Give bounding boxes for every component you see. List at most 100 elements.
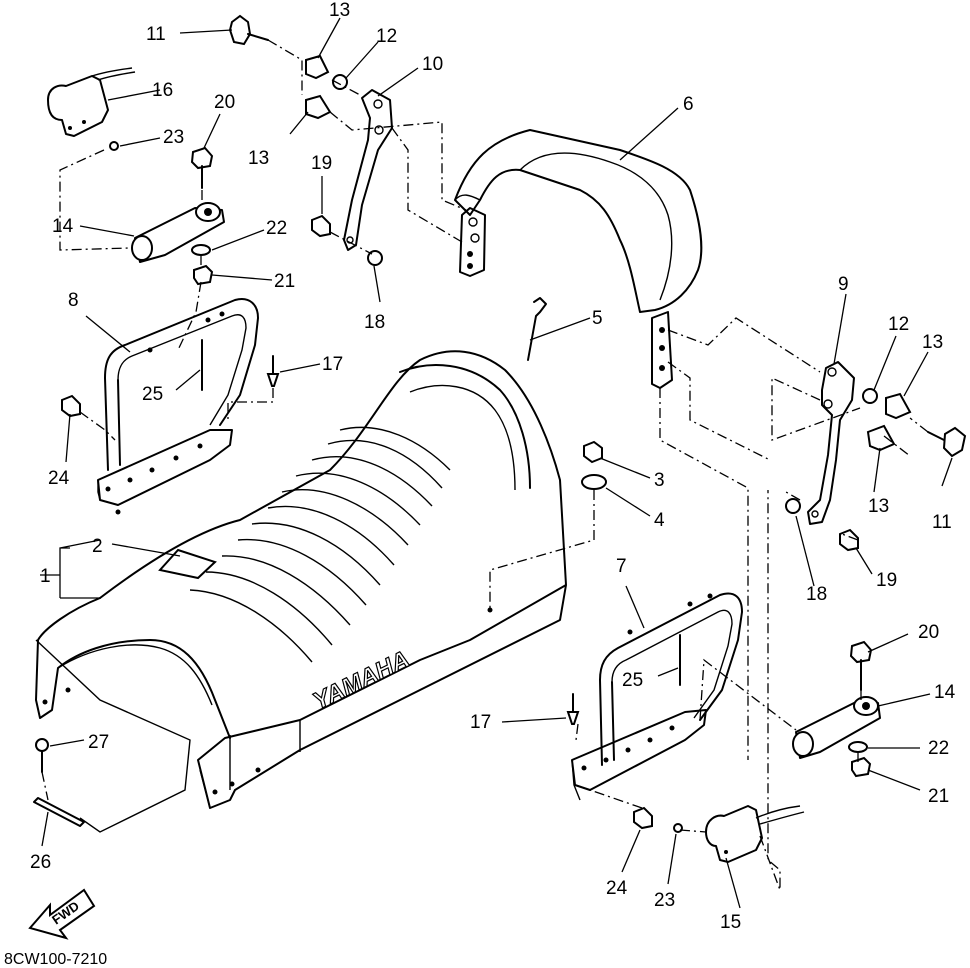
callout-12: 12 xyxy=(888,314,909,335)
callout-13: 13 xyxy=(329,0,350,21)
seat-rear-hump xyxy=(399,364,531,489)
seat-side-lower xyxy=(35,639,191,833)
callout-2: 2 xyxy=(92,536,103,557)
callout-13: 13 xyxy=(922,332,943,353)
callout-13: 13 xyxy=(248,148,269,169)
callout-18: 18 xyxy=(806,584,827,605)
callout-leader-lines xyxy=(40,17,953,909)
callout-13: 13 xyxy=(868,496,889,517)
nut-18-left xyxy=(367,250,383,266)
callout-17: 17 xyxy=(470,712,491,733)
callout-17: 17 xyxy=(322,354,343,375)
bolt-19-right xyxy=(839,528,859,552)
nut-18-right xyxy=(785,498,801,514)
callout-10: 10 xyxy=(422,54,443,75)
backrest-pad xyxy=(454,129,703,313)
rivet-17-left xyxy=(266,355,280,387)
backrest-bracket-right xyxy=(651,311,673,389)
collar-13 xyxy=(305,54,912,452)
grab-rail-right xyxy=(571,592,743,801)
callout-8: 8 xyxy=(68,290,79,311)
callout-22: 22 xyxy=(928,738,949,759)
callout-11: 11 xyxy=(146,24,166,45)
bolt-19-left xyxy=(311,214,331,238)
callout-25: 25 xyxy=(142,384,163,405)
rod-5 xyxy=(527,297,547,361)
seat-skirt-edge xyxy=(197,737,226,809)
callout-6: 6 xyxy=(683,94,694,115)
rivet-17-right xyxy=(566,693,580,725)
washer-22-left xyxy=(191,244,211,256)
callout-5: 5 xyxy=(592,308,603,329)
callout-23: 23 xyxy=(654,890,675,911)
callout-22: 22 xyxy=(266,218,287,239)
callout-19: 19 xyxy=(311,153,332,174)
callout-labels: 11 13 12 10 16 20 23 13 6 19 14 22 21 18… xyxy=(30,0,956,933)
knob-bolt-right xyxy=(927,426,967,458)
washer-12-right xyxy=(862,388,878,404)
seat-emblem-plate xyxy=(158,548,217,580)
callout-20: 20 xyxy=(918,622,939,643)
seat-pleats xyxy=(189,426,451,663)
callout-9: 9 xyxy=(838,274,849,295)
grab-rail-left-base xyxy=(97,429,233,506)
washer-22-right xyxy=(848,741,868,753)
nut-21-right xyxy=(851,756,872,778)
seat-hinge-left xyxy=(131,202,225,263)
backrest-bracket-left xyxy=(459,207,486,277)
callout-14: 14 xyxy=(52,216,74,237)
seat-outline xyxy=(99,350,567,809)
callout-7: 7 xyxy=(616,556,627,577)
grab-rail-left xyxy=(97,298,259,515)
callout-21: 21 xyxy=(928,786,949,807)
bolt-24-left xyxy=(61,394,81,418)
nut-3 xyxy=(583,440,603,464)
callout-16: 16 xyxy=(152,80,173,101)
bolt-24-right xyxy=(633,806,653,830)
backrest-stay-left xyxy=(343,89,393,251)
drawing-code: 8CW100-7210 xyxy=(4,951,107,968)
backrest-assembly xyxy=(454,129,703,389)
seat-latch-right xyxy=(705,805,805,863)
seat-front-inner xyxy=(57,644,213,706)
callout-12: 12 xyxy=(376,26,397,47)
callout-1: 1 xyxy=(40,566,51,587)
grab-rail-right-base xyxy=(571,709,707,791)
yamaha-brand-mark: YAMAHA xyxy=(309,646,414,716)
assembly-centerlines xyxy=(41,39,929,891)
callout-25: 25 xyxy=(622,670,643,691)
seat-assembly: YAMAHA xyxy=(35,350,567,833)
callout-24: 24 xyxy=(606,878,628,899)
callout-27: 27 xyxy=(88,732,109,753)
screw-27 xyxy=(35,738,49,773)
seat-skirt-holes xyxy=(42,607,493,795)
seat-front-skirt xyxy=(35,597,231,739)
callout-20: 20 xyxy=(214,92,235,113)
seat-latch-left xyxy=(47,67,136,137)
backrest-stay-right xyxy=(807,361,855,525)
callout-21: 21 xyxy=(274,271,295,292)
bolt-20-right xyxy=(849,640,873,691)
washer-12-top xyxy=(332,74,348,90)
bolt-20-left xyxy=(190,146,214,189)
callout-19: 19 xyxy=(876,570,897,591)
cushion-4 xyxy=(581,474,607,490)
callout-23: 23 xyxy=(163,127,184,148)
screw-23-right xyxy=(673,823,683,833)
callout-15: 15 xyxy=(720,912,741,933)
knob-bolt-top xyxy=(228,14,269,46)
forward-direction-arrow: FWD xyxy=(28,888,96,940)
screw-23-left xyxy=(109,141,119,151)
callout-4: 4 xyxy=(654,510,665,531)
callout-24: 24 xyxy=(48,468,70,489)
nut-21-left xyxy=(193,264,214,286)
callout-18: 18 xyxy=(364,312,385,333)
callout-11: 11 xyxy=(932,512,952,533)
callout-14: 14 xyxy=(934,682,956,703)
callout-3: 3 xyxy=(654,470,665,491)
strap-26 xyxy=(33,797,85,827)
callout-26: 26 xyxy=(30,852,51,873)
seat-side-panel xyxy=(229,720,301,790)
seat-rear-hump-inner xyxy=(409,384,516,491)
